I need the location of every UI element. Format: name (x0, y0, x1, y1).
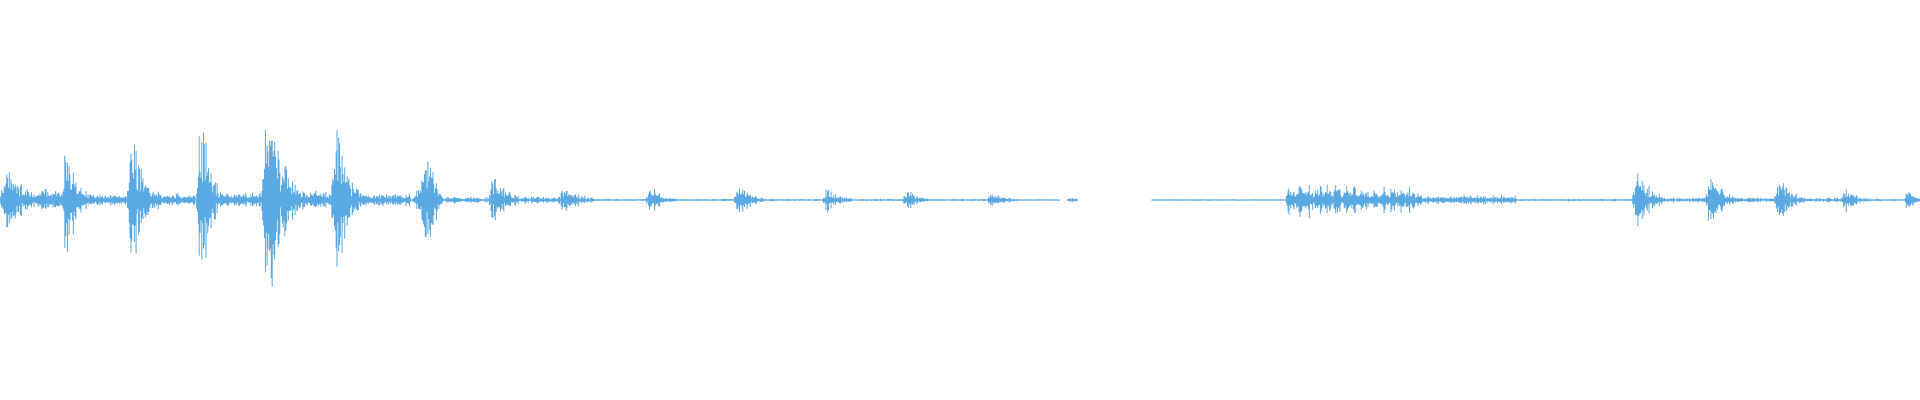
waveform-seg-13 (410, 161, 446, 238)
waveform-seg-40 (1838, 189, 1871, 213)
waveform-seg-23 (821, 189, 853, 213)
waveform-seg-24 (852, 198, 903, 202)
waveform-seg-31 (1285, 184, 1422, 218)
waveform-seg-22 (763, 198, 822, 202)
waveform-seg-01 (0, 172, 39, 228)
waveform-seg-09 (260, 129, 300, 287)
waveform-seg-34 (1631, 173, 1664, 227)
waveform-seg-19 (644, 189, 677, 211)
waveform-seg-15 (487, 179, 523, 221)
waveform-seg-06 (158, 193, 196, 206)
waveform-seg-14 (444, 196, 488, 204)
waveform-seg-12 (360, 193, 411, 207)
waveform-seg-25 (901, 192, 930, 209)
waveform-seg-37 (1735, 197, 1775, 203)
waveform-trace (0, 129, 1920, 287)
waveform-seg-02 (37, 189, 62, 210)
waveform-seg-04 (85, 194, 127, 206)
waveform-seg-41 (1869, 198, 1905, 202)
waveform-seg-36 (1704, 179, 1737, 221)
waveform-seg-08 (222, 192, 262, 207)
waveform-seg-32 (1420, 194, 1517, 205)
waveform-seg-28 (1017, 199, 1060, 201)
waveform-seg-29 (1067, 198, 1078, 202)
waveform-seg-17 (556, 190, 596, 211)
waveform-seg-20 (675, 198, 734, 201)
waveform-seg-18 (594, 198, 645, 202)
waveform-seg-30 (1151, 199, 1287, 201)
waveform-seg-05 (126, 144, 160, 254)
waveform-seg-10 (299, 190, 331, 210)
waveform-seg-39 (1804, 197, 1840, 203)
waveform-seg-35 (1662, 197, 1705, 203)
waveform-seg-21 (732, 188, 765, 213)
waveform-seg-16 (521, 196, 557, 204)
waveform-seg-11 (329, 130, 362, 267)
waveform-seg-27 (986, 194, 1018, 206)
waveform-seg-42 (1904, 191, 1920, 208)
waveform-seg-03 (60, 155, 87, 252)
waveform-seg-26 (928, 198, 987, 202)
waveform-seg-07 (195, 132, 223, 260)
waveform-seg-33 (1516, 198, 1632, 202)
waveform-seg-38 (1773, 183, 1806, 217)
